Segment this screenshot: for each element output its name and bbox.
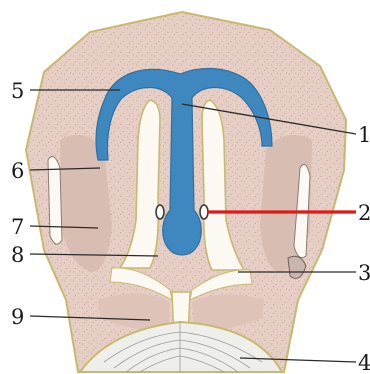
label-1: 1 <box>358 123 370 147</box>
vomeronasal-organ-right <box>200 205 208 219</box>
label-3: 3 <box>358 261 370 285</box>
label-5: 5 <box>11 79 24 103</box>
label-9: 9 <box>11 305 24 329</box>
label-7: 7 <box>11 215 24 239</box>
label-8: 8 <box>11 243 24 267</box>
label-2: 2 <box>358 201 370 225</box>
vomeronasal-organ-left <box>156 205 164 219</box>
label-4: 4 <box>358 351 370 374</box>
label-6: 6 <box>11 159 24 183</box>
